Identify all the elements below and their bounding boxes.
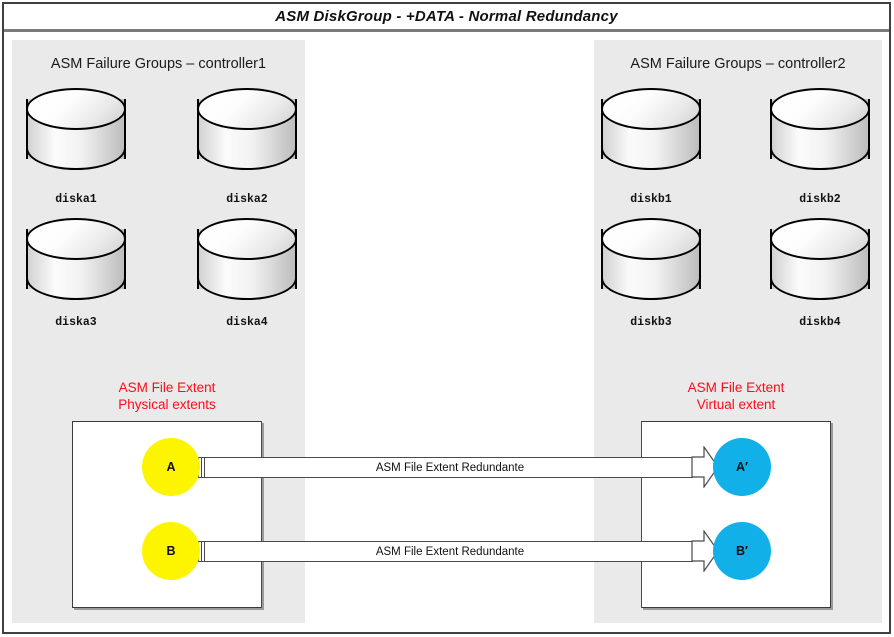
physical-extent-caption: ASM File Extent Physical extents (52, 379, 282, 413)
virtual-extent-caption-line1: ASM File Extent (687, 380, 785, 395)
virtual-extent-circle-b-prime[interactable]: B′ (713, 522, 771, 580)
disk-diskb1 (601, 88, 701, 170)
extent-box-seam-right-bot (641, 562, 643, 608)
disk-bottom (601, 130, 701, 170)
disk-label-diskb2: diskb2 (799, 193, 841, 206)
virtual-extent-caption-line2: Virtual extent (696, 397, 776, 412)
physical-extent-circle-a[interactable]: A (142, 438, 200, 496)
arrow-shaft: ASM File Extent Redundante (207, 457, 693, 478)
extent-box-seam-right-top (641, 421, 643, 457)
disk-bottom (770, 130, 870, 170)
disk-label-diska2: diska2 (226, 193, 268, 206)
disk-diskb4 (770, 218, 870, 300)
arrow-shaft: ASM File Extent Redundante (207, 541, 693, 562)
physical-extent-circle-b[interactable]: B (142, 522, 200, 580)
disk-bottom (197, 260, 297, 300)
disk-label-diska3: diska3 (55, 316, 97, 329)
redundancy-arrow-label-2: ASM File Extent Redundante (375, 545, 525, 558)
disk-top (770, 88, 870, 130)
disk-diskb3 (601, 218, 701, 300)
failure-group-title-controller1: ASM Failure Groups – controller1 (50, 56, 267, 72)
arrow-head-icon (691, 446, 719, 488)
disk-diska3 (26, 218, 126, 300)
disk-bottom (770, 260, 870, 300)
disk-top (26, 218, 126, 260)
disk-label-diskb3: diskb3 (630, 316, 672, 329)
arrow-tail-icon (197, 541, 208, 562)
failure-group-title-controller2: ASM Failure Groups – controller2 (630, 56, 846, 72)
virtual-extent-circle-a-prime[interactable]: A′ (713, 438, 771, 496)
disk-bottom (601, 260, 701, 300)
redundancy-arrow-1: ASM File Extent Redundante (197, 446, 719, 488)
disk-diska4 (197, 218, 297, 300)
disk-bottom (197, 130, 297, 170)
disk-diska1 (26, 88, 126, 170)
disk-label-diska1: diska1 (55, 193, 97, 206)
disk-bottom (26, 260, 126, 300)
disk-label-diskb4: diskb4 (799, 316, 841, 329)
physical-extent-caption-line1: ASM File Extent (118, 380, 216, 395)
disk-top (601, 88, 701, 130)
physical-extent-caption-line2: Physical extents (118, 397, 216, 412)
extent-box-seam-left-bot (261, 562, 263, 608)
disk-diska2 (197, 88, 297, 170)
disk-bottom (26, 130, 126, 170)
diagram-title: ASM DiskGroup - +DATA - Normal Redundanc… (275, 8, 618, 25)
disk-top (601, 218, 701, 260)
extent-box-seam-left-top (261, 421, 263, 457)
redundancy-arrow-2: ASM File Extent Redundante (197, 530, 719, 572)
redundancy-arrow-label-1: ASM File Extent Redundante (375, 461, 525, 474)
disk-top (197, 218, 297, 260)
diagram-title-bar: ASM DiskGroup - +DATA - Normal Redundanc… (4, 4, 889, 32)
virtual-extent-caption: ASM File Extent Virtual extent (621, 379, 851, 413)
disk-top (26, 88, 126, 130)
extent-box-seam-right-mid (641, 478, 643, 541)
disk-label-diska4: diska4 (226, 316, 268, 329)
extent-box-seam-left-mid (261, 478, 263, 541)
disk-top (770, 218, 870, 260)
disk-diskb2 (770, 88, 870, 170)
arrow-tail-icon (197, 457, 208, 478)
arrow-head-icon (691, 530, 719, 572)
disk-top (197, 88, 297, 130)
disk-label-diskb1: diskb1 (630, 193, 672, 206)
